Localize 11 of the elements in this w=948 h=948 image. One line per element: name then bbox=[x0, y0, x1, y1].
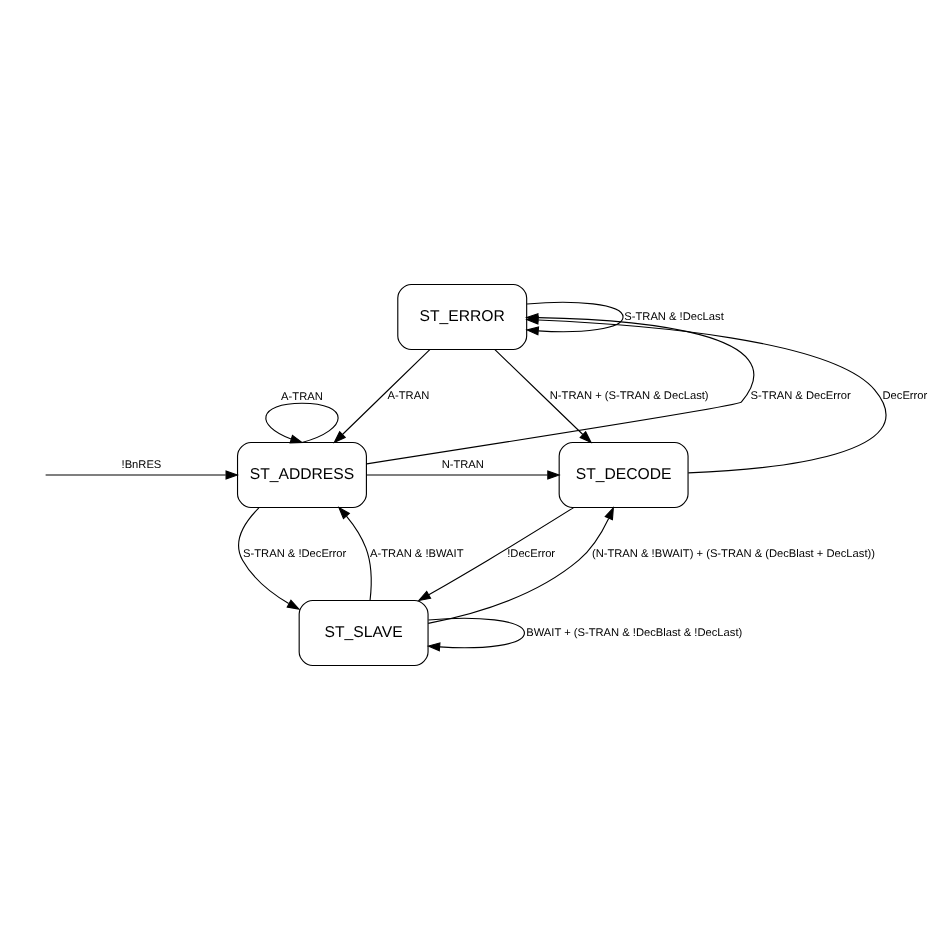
arrow bbox=[417, 506, 575, 601]
arrow bbox=[366, 469, 561, 479]
arrow bbox=[45, 469, 239, 479]
arrow bbox=[426, 616, 525, 651]
arrow bbox=[525, 314, 887, 473]
arrow bbox=[427, 505, 614, 623]
arrow bbox=[265, 401, 339, 443]
arrow bbox=[333, 348, 431, 443]
arrow bbox=[337, 505, 372, 600]
arrow bbox=[494, 348, 593, 443]
arrow bbox=[238, 506, 301, 609]
